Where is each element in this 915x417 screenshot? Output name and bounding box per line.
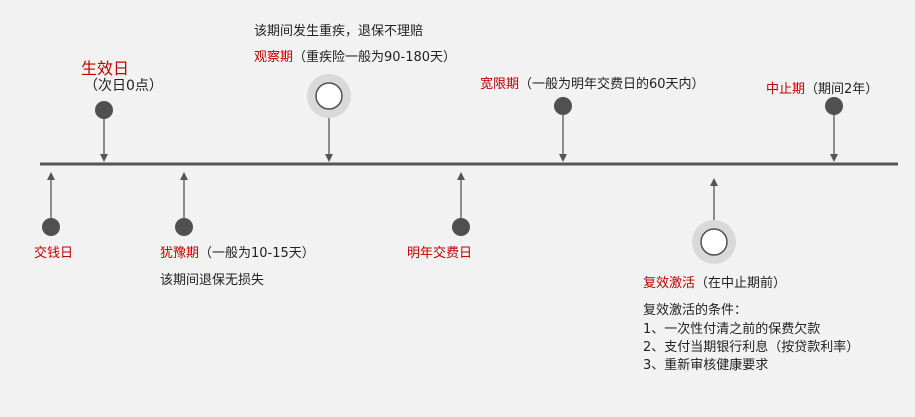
reinstatement-label: 复效激活（在中止期前） [643, 272, 786, 291]
suspension-note: （期间2年） [805, 82, 879, 97]
suspension-label: 中止期（期间2年） [766, 78, 878, 97]
conditions-title: 复效激活的条件： [643, 303, 748, 318]
grace-note: （一般为明年交费日的60天内） [519, 77, 705, 92]
observation-label: 观察期（重疾险一般为90-180天） [254, 46, 456, 65]
grace-title: 宽限期 [480, 77, 520, 92]
suspension-title: 中止期 [766, 82, 806, 97]
payment-day-title: 交钱日 [34, 246, 74, 261]
condition-item: 1、一次性付清之前的保费欠款 [643, 322, 821, 337]
observation-warning: 该期间发生重疾，退保不理赔 [254, 24, 424, 39]
observation-title: 观察期 [254, 50, 294, 65]
cooling-off-label: 犹豫期（一般为10-15天） [160, 242, 315, 261]
suspension-arrowhead [830, 154, 838, 162]
suspension-dot [825, 97, 843, 115]
next-payment-title: 明年交费日 [407, 246, 473, 261]
grace-dot [554, 97, 572, 115]
effective-day-dot [95, 101, 113, 119]
effective-day-arrowhead [100, 154, 108, 162]
payment-day-dot [42, 218, 60, 236]
observation-ring-inner [315, 82, 343, 110]
cooling-off-dot [175, 218, 193, 236]
reinstatement-note: （在中止期前） [695, 276, 787, 291]
grace-label: 宽限期（一般为明年交费日的60天内） [480, 73, 705, 92]
reinstatement-arrowhead [710, 178, 718, 186]
payment-day-arrowhead [47, 172, 55, 180]
cooling-off-detail: 该期间退保无损失 [160, 273, 265, 288]
effective-day-title: 生效日 [81, 59, 130, 78]
reinstatement-ring-inner [700, 228, 728, 256]
cooling-off-arrowhead [180, 172, 188, 180]
grace-arrowhead [559, 154, 567, 162]
effective-day-note: （次日0点） [84, 78, 163, 94]
condition-item: 3、重新审核健康要求 [643, 358, 769, 373]
next-payment-dot [452, 218, 470, 236]
observation-note: （重疾险一般为90-180天） [293, 50, 457, 65]
next-payment-arrowhead [457, 172, 465, 180]
observation-arrowhead [325, 154, 333, 162]
cooling-off-note: （一般为10-15天） [199, 246, 315, 261]
cooling-off-title: 犹豫期 [160, 246, 200, 261]
condition-item: 2、支付当期银行利息（按贷款利率） [643, 340, 860, 355]
reinstatement-title: 复效激活 [643, 276, 696, 291]
